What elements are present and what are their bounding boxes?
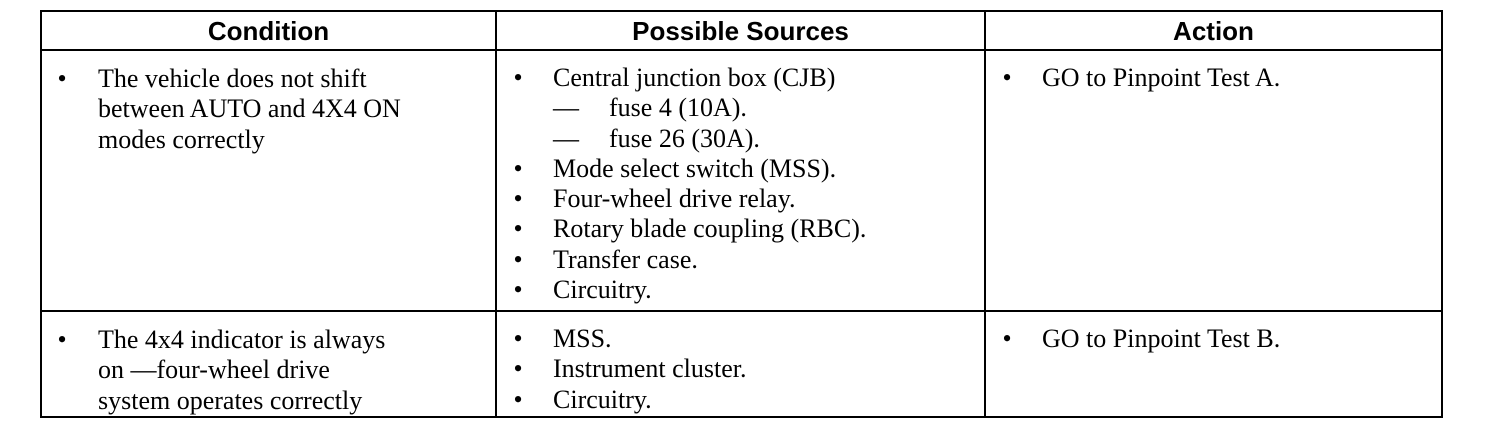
action-list: • GO to Pinpoint Test A. bbox=[986, 51, 1441, 93]
bullet-icon: • bbox=[513, 153, 523, 183]
list-item: • Central junction box (CJB) — fuse 4 (1… bbox=[497, 63, 984, 154]
source-text: Rotary blade coupling (RBC). bbox=[553, 214, 867, 244]
source-text: Four-wheel drive relay. bbox=[553, 184, 796, 214]
bullet-icon: • bbox=[57, 64, 67, 93]
sub-list-item: — fuse 26 (30A). bbox=[553, 124, 984, 154]
list-item: • GO to Pinpoint Test A. bbox=[986, 63, 1441, 93]
sources-cell: • Central junction box (CJB) — fuse 4 (1… bbox=[495, 49, 986, 312]
source-text: Circuitry. bbox=[553, 384, 652, 414]
source-text: Central junction box (CJB) bbox=[553, 63, 836, 92]
bullet-icon: • bbox=[513, 244, 523, 274]
bullet-icon: • bbox=[513, 63, 523, 92]
list-item: • Rotary blade coupling (RBC). bbox=[497, 214, 984, 244]
source-text: Mode select switch (MSS). bbox=[553, 153, 837, 183]
header-row: Condition Possible Sources Action bbox=[40, 10, 1443, 51]
source-text: Instrument cluster. bbox=[553, 354, 747, 384]
list-item: • Four-wheel drive relay. bbox=[497, 184, 984, 214]
list-item: • Transfer case. bbox=[497, 245, 984, 275]
bullet-icon: • bbox=[513, 275, 523, 305]
sub-list: — fuse 4 (10A). — fuse 26 (30A). bbox=[553, 93, 984, 154]
list-item: • Circuitry. bbox=[497, 275, 984, 305]
action-text: GO to Pinpoint Test B. bbox=[1042, 324, 1281, 353]
action-cell: • GO to Pinpoint Test B. bbox=[984, 310, 1443, 418]
bullet-icon: • bbox=[1002, 63, 1012, 92]
sources-list: • MSS. • Instrument cluster. • Circuitry… bbox=[497, 312, 984, 415]
source-text: MSS. bbox=[553, 324, 612, 353]
bullet-icon: • bbox=[513, 184, 523, 214]
action-text: GO to Pinpoint Test A. bbox=[1042, 63, 1281, 92]
source-text: Circuitry. bbox=[553, 275, 652, 305]
bullet-icon: • bbox=[513, 384, 523, 414]
bullet-icon: • bbox=[513, 324, 523, 353]
dash-icon: — bbox=[553, 123, 579, 153]
action-list: • GO to Pinpoint Test B. bbox=[986, 312, 1441, 354]
list-item: • Circuitry. bbox=[497, 385, 984, 415]
bullet-icon: • bbox=[57, 325, 67, 354]
bullet-icon: • bbox=[513, 214, 523, 244]
dash-icon: — bbox=[553, 93, 579, 123]
sources-list: • Central junction box (CJB) — fuse 4 (1… bbox=[497, 51, 984, 305]
header-possible-sources: Possible Sources bbox=[495, 10, 986, 51]
sources-cell: • MSS. • Instrument cluster. • Circuitry… bbox=[495, 310, 986, 418]
sub-source-text: fuse 26 (30A). bbox=[609, 123, 760, 153]
action-cell: • GO to Pinpoint Test A. bbox=[984, 49, 1443, 312]
list-item: • GO to Pinpoint Test B. bbox=[986, 324, 1441, 354]
list-item: • Instrument cluster. bbox=[497, 354, 984, 384]
list-item: • Mode select switch (MSS). bbox=[497, 154, 984, 184]
list-item: • MSS. bbox=[497, 324, 984, 354]
sub-source-text: fuse 4 (10A). bbox=[609, 93, 747, 123]
bullet-icon: • bbox=[1002, 324, 1012, 353]
sub-list-item: — fuse 4 (10A). bbox=[553, 93, 984, 123]
diagnosis-table: Condition Possible Sources Action • The … bbox=[40, 10, 1443, 418]
bullet-icon: • bbox=[513, 354, 523, 384]
header-condition: Condition bbox=[40, 10, 497, 51]
header-action: Action bbox=[984, 10, 1443, 51]
source-text: Transfer case. bbox=[553, 244, 698, 274]
